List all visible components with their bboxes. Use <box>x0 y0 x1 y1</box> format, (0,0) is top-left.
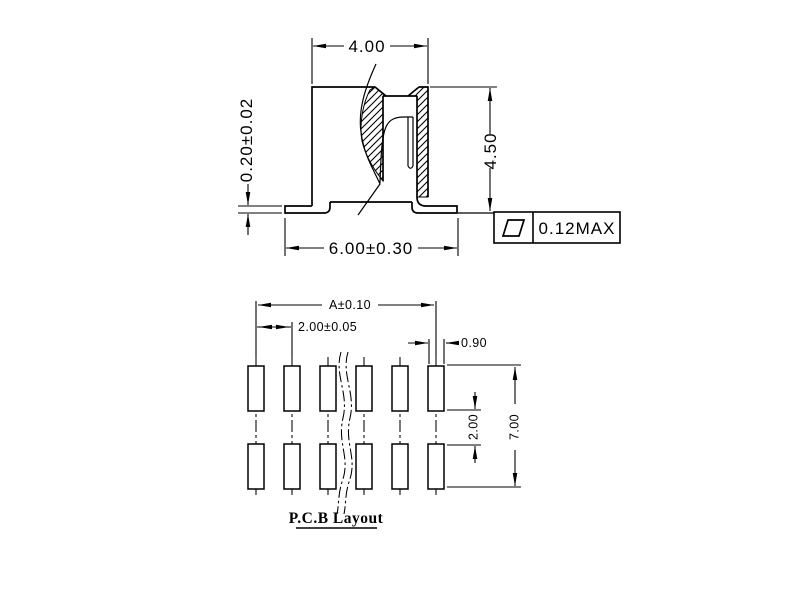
contact-pin <box>379 116 414 184</box>
pad <box>319 443 337 490</box>
dim-label-row-gap: 2.00 <box>467 414 481 440</box>
pad <box>355 365 373 412</box>
pad <box>427 365 445 412</box>
dim-body-height: 4.50 <box>430 86 500 211</box>
pcb-layout-view: A±0.10 2.00±0.05 0.90 2.00 <box>247 298 522 529</box>
pad <box>247 365 265 412</box>
break-line <box>357 63 381 216</box>
right-wall-hatch <box>406 86 429 198</box>
dim-label-pad-width: 0.90 <box>461 336 487 350</box>
pad <box>283 365 301 412</box>
pcb-break-line <box>343 351 353 515</box>
pad <box>391 365 409 412</box>
pad-centerlines <box>255 357 437 498</box>
right-lead <box>411 196 458 214</box>
left-lead <box>284 202 331 214</box>
dim-pad-width: 0.90 <box>408 336 487 364</box>
pad <box>391 443 409 490</box>
dim-label-pad-pitch: 2.00±0.05 <box>298 320 357 334</box>
pad <box>283 443 301 490</box>
dim-label-top-width: 4.00 <box>348 37 385 56</box>
flatness-control-frame: 0.12MAX <box>493 211 621 244</box>
dim-label-overall-width: A±0.10 <box>329 298 371 312</box>
dim-pad-pitch: 2.00±0.05 <box>257 320 357 357</box>
dim-label-body-height: 4.50 <box>481 132 500 169</box>
pad <box>427 443 445 490</box>
frame-box <box>493 211 621 244</box>
dim-lead-thickness: 0.20±0.02 <box>237 98 282 235</box>
section-view: 4.00 0.20±0.02 4.50 6.00±0.30 <box>237 37 621 258</box>
pad-grid <box>247 365 445 490</box>
dim-label-lead-span: 6.00±0.30 <box>329 239 414 258</box>
dim-lead-span: 6.00±0.30 <box>284 218 459 258</box>
pad <box>319 365 337 412</box>
dim-top-width: 4.00 <box>311 37 429 84</box>
dim-overall-width: A±0.10 <box>255 298 437 357</box>
dim-label-lead-thickness: 0.20±0.02 <box>237 98 256 183</box>
flatness-value: 0.12MAX <box>539 219 616 238</box>
pad <box>247 443 265 490</box>
pcb-break-line <box>336 351 346 515</box>
dim-row-gap: 2.00 <box>447 392 481 463</box>
dim-label-overall-height: 7.00 <box>508 414 522 440</box>
dim-overall-height: 7.00 <box>447 364 522 488</box>
pcb-layout-title: P.C.B Layout <box>289 510 384 529</box>
pcb-layout-title-text: P.C.B Layout <box>289 510 384 527</box>
pad <box>355 443 373 490</box>
flatness-parallelogram-icon <box>501 219 526 237</box>
